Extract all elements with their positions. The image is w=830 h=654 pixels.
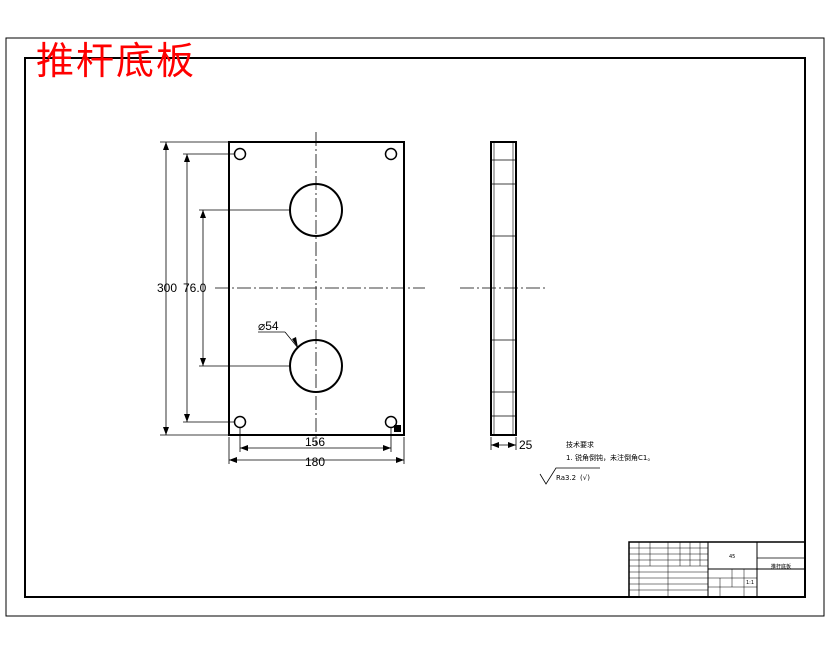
sheet-outer-border [5, 37, 825, 617]
dim-height-total: 300 [157, 281, 177, 295]
dimension-arrows [163, 142, 404, 463]
dim-thickness: 25 [519, 438, 533, 452]
roughness-value: Ra3.2 [556, 474, 576, 482]
title-block-scale: 1:1 [746, 580, 754, 586]
corner-mark-br [394, 425, 401, 432]
drawing-title: 推杆底板 [36, 39, 196, 83]
drawing-frame [24, 57, 806, 598]
plate-outline [228, 141, 405, 436]
front-view [215, 132, 425, 445]
corner-hole-tl [233, 147, 247, 161]
corner-hole-bl [233, 415, 247, 429]
title-block [628, 541, 806, 598]
title-block-material: 45 [729, 554, 735, 560]
side-outline [490, 141, 517, 436]
front-dimensions [160, 141, 405, 464]
notes-line1: 锐角倒钝，未注倒角C1。 [575, 453, 654, 462]
corner-hole-tr [384, 147, 398, 161]
notes-heading: 技术要求 [566, 440, 594, 449]
corner-hole-br [384, 415, 398, 429]
notes-line1-prefix: 1. [566, 454, 573, 462]
side-view [460, 141, 545, 450]
title-block-part-name: 推杆底板 [771, 563, 791, 570]
dim-bore-diameter: ⌀54 [258, 319, 279, 333]
roughness-symbol [539, 467, 600, 485]
dim-width-inner: 156 [305, 435, 325, 449]
roughness-paren: (√) [580, 474, 590, 482]
dim-width-total: 180 [305, 455, 325, 469]
dim-hole-spacing: 76.0 [183, 281, 207, 295]
